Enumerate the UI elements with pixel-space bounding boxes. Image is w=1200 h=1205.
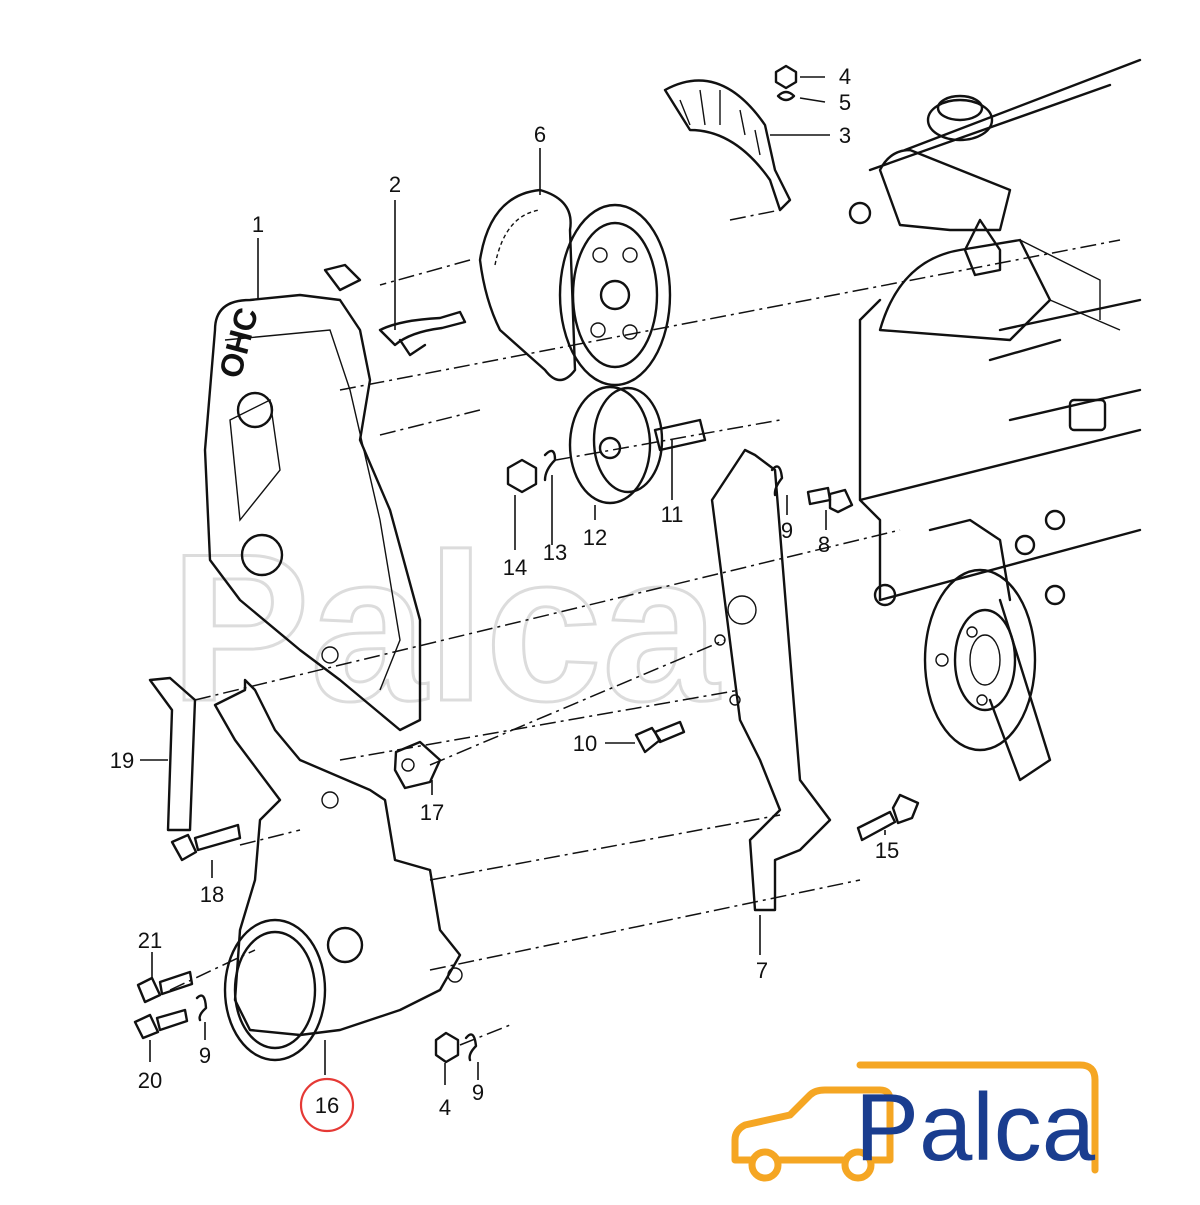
bolt-18 (170, 823, 242, 862)
logo-frame (856, 1061, 1099, 1174)
car-icon (731, 1086, 894, 1182)
stud-21 (136, 970, 194, 1004)
label-3: 3 (839, 123, 851, 148)
label-9-lower-left: 9 (199, 1043, 211, 1068)
rear-cover-segment (663, 79, 792, 212)
label-4-bottom: 4 (439, 1095, 451, 1120)
label-4-top: 4 (839, 64, 851, 89)
label-13: 13 (543, 540, 567, 565)
label-7: 7 (756, 958, 768, 983)
label-19: 19 (110, 748, 134, 773)
bolt-8 (806, 486, 854, 514)
label-2: 2 (389, 172, 401, 197)
svg-text:OHC: OHC (212, 304, 265, 382)
label-14: 14 (503, 555, 527, 580)
label-21: 21 (138, 928, 162, 953)
washer-5 (776, 90, 796, 102)
rubber-grommet (393, 740, 442, 790)
nut-14 (506, 458, 538, 494)
bolt-20 (133, 1008, 189, 1040)
pulley-stud (653, 418, 707, 452)
label-11: 11 (661, 502, 684, 527)
washer-13 (543, 449, 557, 482)
camshaft-sprocket (558, 203, 672, 387)
label-20: 20 (138, 1068, 162, 1093)
label-12: 12 (583, 525, 607, 550)
palca-logo: Palca (731, 1061, 1099, 1182)
washer-9-upper (770, 465, 784, 497)
timing-belt (478, 188, 577, 382)
label-1: 1 (252, 212, 264, 237)
label-16: 16 (315, 1093, 339, 1118)
lower-timing-cover (213, 678, 463, 1062)
label-8: 8 (818, 532, 830, 557)
watermark: Palca (170, 510, 721, 745)
label-9-lower-right: 9 (472, 1080, 484, 1105)
label-10: 10 (573, 731, 597, 756)
bolt-10 (634, 720, 686, 754)
logo-text: Palca (855, 1074, 1096, 1181)
washer-9-lower-right (464, 1033, 478, 1062)
label-6: 6 (534, 122, 546, 147)
engine-block (848, 58, 1142, 782)
label-9-upper: 9 (781, 518, 793, 543)
alignment-lines (169, 209, 1121, 1046)
leader-lines (140, 76, 886, 1085)
bolt-15 (856, 793, 920, 842)
seal-strip (148, 676, 197, 832)
label-18: 18 (200, 882, 224, 907)
crankshaft-pulley (873, 509, 1066, 752)
tensioner-pulley (568, 385, 664, 505)
part-labels: 1 2 3 4 5 6 7 8 9 9 9 10 11 12 13 14 15 … (110, 64, 899, 1133)
label-17: 17 (420, 800, 444, 825)
washer-9-lower-left (195, 994, 208, 1022)
label-15: 15 (875, 838, 899, 863)
nut-4-top (774, 64, 798, 90)
highlight-circle (299, 1077, 355, 1133)
cover-clip (378, 310, 467, 357)
rear-plate (710, 448, 832, 912)
label-5: 5 (839, 90, 851, 115)
nut-4-bottom (434, 1031, 460, 1064)
